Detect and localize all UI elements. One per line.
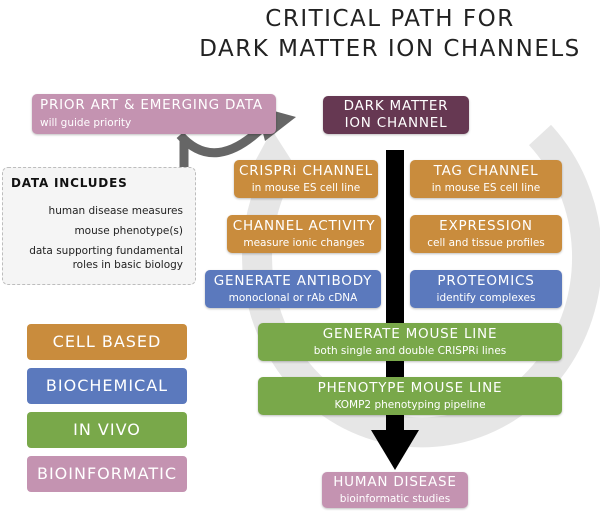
- data-includes-panel: DATA INCLUDES human disease measures mou…: [2, 167, 196, 285]
- expression-subtitle: cell and tissue profiles: [427, 237, 545, 249]
- generate-mouse-line-box: GENERATE MOUSE LINE both single and doub…: [258, 323, 562, 361]
- dark-matter-ion-channel-box: DARK MATTER ION CHANNEL: [323, 96, 469, 134]
- crispri-title: CRISPRi CHANNEL: [239, 163, 373, 179]
- tag-subtitle: in mouse ES cell line: [431, 182, 541, 194]
- legend-biochemical: BIOCHEMICAL: [27, 368, 187, 404]
- generate-antibody-box: GENERATE ANTIBODY monoclonal or rAb cDNA: [205, 270, 381, 308]
- legend-bioinformatic: BIOINFORMATIC: [27, 456, 187, 492]
- human-disease-subtitle: bioinformatic studies: [339, 493, 451, 505]
- legend-in-vivo: IN VIVO: [27, 412, 187, 448]
- activity-subtitle: measure ionic changes: [243, 237, 365, 249]
- legend-cell-based: CELL BASED: [27, 324, 187, 360]
- expression-title: EXPRESSION: [439, 218, 533, 234]
- antibody-title: GENERATE ANTIBODY: [213, 273, 373, 289]
- phenotype-title: PHENOTYPE MOUSE LINE: [317, 380, 503, 396]
- data-item-mouse-phenotype: mouse phenotype(s): [74, 225, 183, 237]
- dark-matter-line-1: DARK MATTER: [343, 98, 449, 114]
- data-item-fundamental-2: roles in basic biology: [72, 259, 183, 271]
- tag-channel-box: TAG CHANNEL in mouse ES cell line: [410, 160, 562, 198]
- data-item-fundamental-1: data supporting fundamental: [29, 245, 183, 257]
- data-includes-title: DATA INCLUDES: [11, 176, 128, 190]
- prior-art-subtitle: will guide priority: [40, 117, 132, 129]
- antibody-subtitle: monoclonal or rAb cDNA: [228, 292, 358, 304]
- dark-matter-line-2: ION CHANNEL: [344, 115, 448, 131]
- phenotype-mouse-line-box: PHENOTYPE MOUSE LINE KOMP2 phenotyping p…: [258, 377, 562, 415]
- mouse-line-title: GENERATE MOUSE LINE: [322, 326, 498, 342]
- phenotype-subtitle: KOMP2 phenotyping pipeline: [334, 399, 486, 411]
- activity-title: CHANNEL ACTIVITY: [232, 218, 376, 234]
- mouse-line-subtitle: both single and double CRISPRi lines: [313, 345, 507, 357]
- expression-box: EXPRESSION cell and tissue profiles: [410, 215, 562, 253]
- diagram-title: CRITICAL PATH FOR DARK MATTER ION CHANNE…: [180, 4, 600, 64]
- critical-path-head: [371, 430, 419, 470]
- human-disease-title: HUMAN DISEASE: [333, 474, 457, 490]
- prior-art-box: PRIOR ART & EMERGING DATA will guide pri…: [32, 94, 276, 134]
- proteomics-box: PROTEOMICS identify complexes: [410, 270, 562, 308]
- proteomics-title: PROTEOMICS: [437, 273, 535, 289]
- title-line-2: DARK MATTER ION CHANNELS: [199, 36, 581, 62]
- crispri-channel-box: CRISPRi CHANNEL in mouse ES cell line: [234, 160, 378, 198]
- title-line-1: CRITICAL PATH FOR: [265, 6, 515, 32]
- data-item-human-disease: human disease measures: [48, 205, 183, 217]
- channel-activity-box: CHANNEL ACTIVITY measure ionic changes: [227, 215, 381, 253]
- human-disease-box: HUMAN DISEASE bioinformatic studies: [322, 472, 468, 508]
- tag-title: TAG CHANNEL: [433, 163, 539, 179]
- proteomics-subtitle: identify complexes: [436, 292, 536, 304]
- critical-path-shaft: [386, 150, 404, 440]
- crispri-subtitle: in mouse ES cell line: [251, 182, 361, 194]
- prior-art-title: PRIOR ART & EMERGING DATA: [40, 97, 263, 113]
